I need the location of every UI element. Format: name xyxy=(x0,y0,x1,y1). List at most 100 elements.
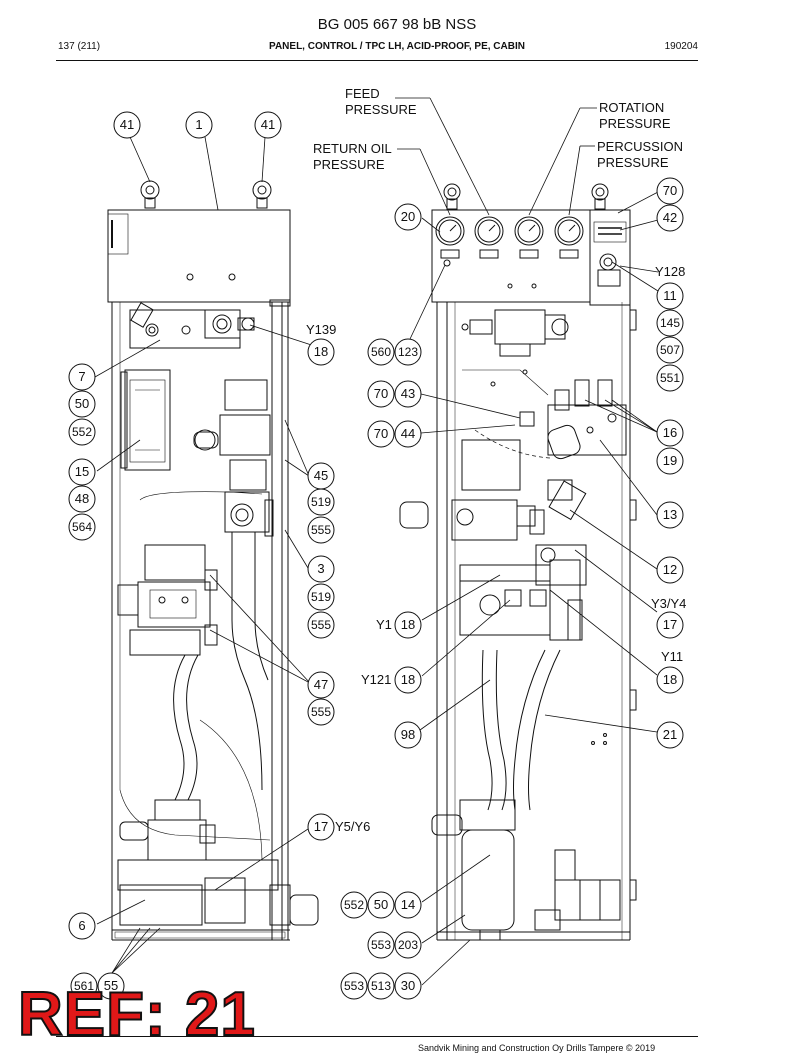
date-code: 190204 xyxy=(664,41,698,52)
callout-bubble-right-25 xyxy=(394,891,422,919)
callout-bubble-right-19 xyxy=(394,666,422,694)
top-box xyxy=(107,209,291,303)
callout-bubble-left-20 xyxy=(70,972,98,1000)
callout-bubble-right-7 xyxy=(656,177,684,205)
callout-bubble-left-17 xyxy=(307,698,335,726)
callout-bubble-right-1 xyxy=(367,338,395,366)
callout-bubble-right-4 xyxy=(394,380,422,408)
callout-number: 1 xyxy=(195,117,203,132)
pressure-gauges xyxy=(435,216,584,246)
callout-number: 55 xyxy=(103,978,119,993)
callout-number: 50 xyxy=(74,396,90,411)
callout-bubbles xyxy=(68,111,684,1000)
right-panel xyxy=(399,183,637,941)
callout-number: 553 xyxy=(343,979,365,993)
annotation-feed-pressure: FEED PRESSURE xyxy=(345,86,417,117)
designator-y5y6: Y5/Y6 xyxy=(335,819,371,834)
manifold-block xyxy=(219,414,271,456)
callout-number: 18 xyxy=(313,344,329,359)
page-number: 137 (211) xyxy=(58,41,101,52)
designator-y1: Y1 xyxy=(376,617,392,632)
callout-bubble-right-6 xyxy=(394,420,422,448)
callout-bubble-right-3 xyxy=(367,380,395,408)
callout-number: 70 xyxy=(373,386,389,401)
callout-bubble-left-14 xyxy=(307,583,335,611)
callout-bubble-right-24 xyxy=(367,891,395,919)
lifting-eye-left xyxy=(140,180,160,200)
annotation-return-oil-pressure: RETURN OIL PRESSURE xyxy=(313,141,392,172)
callout-bubble-left-8 xyxy=(68,513,96,541)
callout-bubble-left-19 xyxy=(68,912,96,940)
callout-number: 519 xyxy=(310,495,332,509)
callout-number: 145 xyxy=(659,316,681,330)
designator-y3y4: Y3/Y4 xyxy=(651,596,687,611)
ref-stamp: REF: 21 xyxy=(17,980,256,1049)
callout-bubble-right-5 xyxy=(367,420,395,448)
callout-number: 555 xyxy=(310,705,332,719)
callout-number: 513 xyxy=(370,979,392,993)
callout-bubble-right-8 xyxy=(656,204,684,232)
callout-number: 555 xyxy=(310,523,332,537)
callout-number: 552 xyxy=(343,898,365,912)
callout-number: 564 xyxy=(71,520,93,534)
callout-bubble-right-14 xyxy=(656,447,684,475)
callout-number: 18 xyxy=(662,672,678,687)
callout-number: 48 xyxy=(74,491,90,506)
callout-bubble-left-18 xyxy=(307,813,335,841)
annotation-percussion-pressure: PERCUSSION PRESSURE xyxy=(597,139,683,170)
designator-y139: Y139 xyxy=(306,322,337,337)
callout-number: 11 xyxy=(663,288,677,303)
callout-bubble-right-21 xyxy=(394,721,422,749)
solenoid-valve xyxy=(137,581,211,628)
callout-number: 18 xyxy=(400,617,416,632)
callout-number: 203 xyxy=(397,938,419,952)
callout-bubble-right-28 xyxy=(340,972,368,1000)
callout-number: 551 xyxy=(659,371,681,385)
callout-bubble-right-20 xyxy=(656,666,684,694)
callout-bubble-left-5 xyxy=(68,418,96,446)
callout-number: 19 xyxy=(662,453,678,468)
callout-number: 14 xyxy=(400,897,416,912)
callout-number: 50 xyxy=(373,897,389,912)
callout-bubble-right-12 xyxy=(656,364,684,392)
callout-bubble-right-29 xyxy=(367,972,395,1000)
callout-number: 42 xyxy=(662,210,678,225)
callout-number: 561 xyxy=(73,979,95,993)
callout-number: 44 xyxy=(400,426,416,441)
callout-number: 560 xyxy=(370,345,392,359)
section-title: PANEL, CONTROL / TPC LH, ACID-PROOF, PE,… xyxy=(269,41,525,52)
callout-number: 45 xyxy=(313,468,329,483)
lifting-eye-right xyxy=(252,180,272,200)
annotation-rotation-pressure: ROTATION PRESSURE xyxy=(599,100,671,131)
callout-bubble-right-10 xyxy=(656,309,684,337)
mid-valve xyxy=(451,499,518,541)
callout-number: 18 xyxy=(400,672,416,687)
callout-bubble-right-18 xyxy=(394,611,422,639)
callout-bubble-left-0 xyxy=(113,111,141,139)
directional-valve xyxy=(494,309,546,345)
callout-bubble-right-0 xyxy=(394,203,422,231)
callout-bubble-left-7 xyxy=(68,485,96,513)
callout-bubble-left-16 xyxy=(307,671,335,699)
callout-bubble-right-9 xyxy=(656,282,684,310)
document-title: BG 005 667 98 bB NSS xyxy=(317,16,477,33)
callout-number: 98 xyxy=(400,727,416,742)
callout-number: 47 xyxy=(313,677,329,692)
callout-bubble-right-15 xyxy=(656,501,684,529)
callout-bubble-left-12 xyxy=(307,516,335,544)
footer-copyright: Sandvik Mining and Construction Oy Drill… xyxy=(418,1043,656,1053)
callout-number: 7 xyxy=(78,369,86,384)
callout-number: 70 xyxy=(662,183,678,198)
callout-number: 17 xyxy=(313,819,329,834)
callout-bubble-left-11 xyxy=(307,488,335,516)
callout-bubble-left-15 xyxy=(307,611,335,639)
callout-bubble-right-17 xyxy=(656,611,684,639)
callout-number: 70 xyxy=(373,426,389,441)
callout-number: 15 xyxy=(74,464,90,479)
callout-number: 553 xyxy=(370,938,392,952)
callout-bubble-right-30 xyxy=(394,972,422,1000)
leader-lines xyxy=(94,97,659,986)
callout-bubble-right-2 xyxy=(394,338,422,366)
